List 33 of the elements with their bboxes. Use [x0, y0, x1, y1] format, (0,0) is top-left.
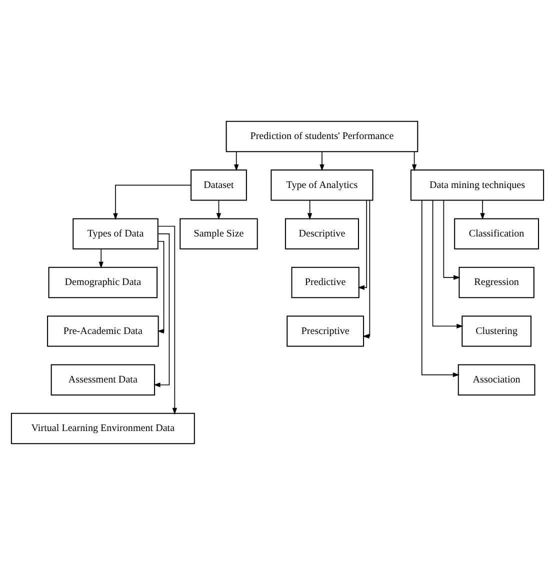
arrow [158, 226, 178, 415]
node-box: Types of Data [72, 218, 158, 250]
node-box: Classification [454, 218, 540, 250]
arrow [154, 233, 170, 388]
node-box: Sample Size [180, 218, 258, 250]
arrow [362, 200, 370, 339]
arrow [113, 184, 192, 220]
node-box: Demographic Data [48, 266, 158, 298]
arrow [157, 240, 164, 334]
node-box: Dataset [190, 170, 247, 201]
node-box: Regression [458, 266, 534, 298]
node-box: Pre-Academic Data [47, 316, 159, 347]
node-box: Type of Analytics [270, 170, 374, 201]
arrow [307, 200, 312, 220]
arrow [216, 200, 222, 220]
node-box: Descriptive [284, 218, 359, 250]
arrow [412, 151, 417, 172]
node-box: Association [458, 364, 536, 396]
node-box: Predictive [291, 266, 360, 298]
arrow [432, 200, 464, 328]
arrow [98, 248, 104, 268]
node-box: Prediction of students' Performance [226, 120, 418, 152]
arrow [421, 200, 460, 378]
arrow [234, 151, 239, 172]
arrow [480, 200, 485, 220]
arrow [443, 200, 460, 280]
node-box: Virtual Learning Environment Data [10, 412, 195, 444]
node-box: Clustering [462, 316, 532, 347]
arrow [358, 200, 368, 290]
node-box: Prescriptive [286, 316, 364, 347]
node-box: Data mining techniques [410, 170, 544, 201]
arrow [320, 151, 324, 172]
node-box: Assessment Data [50, 364, 156, 396]
